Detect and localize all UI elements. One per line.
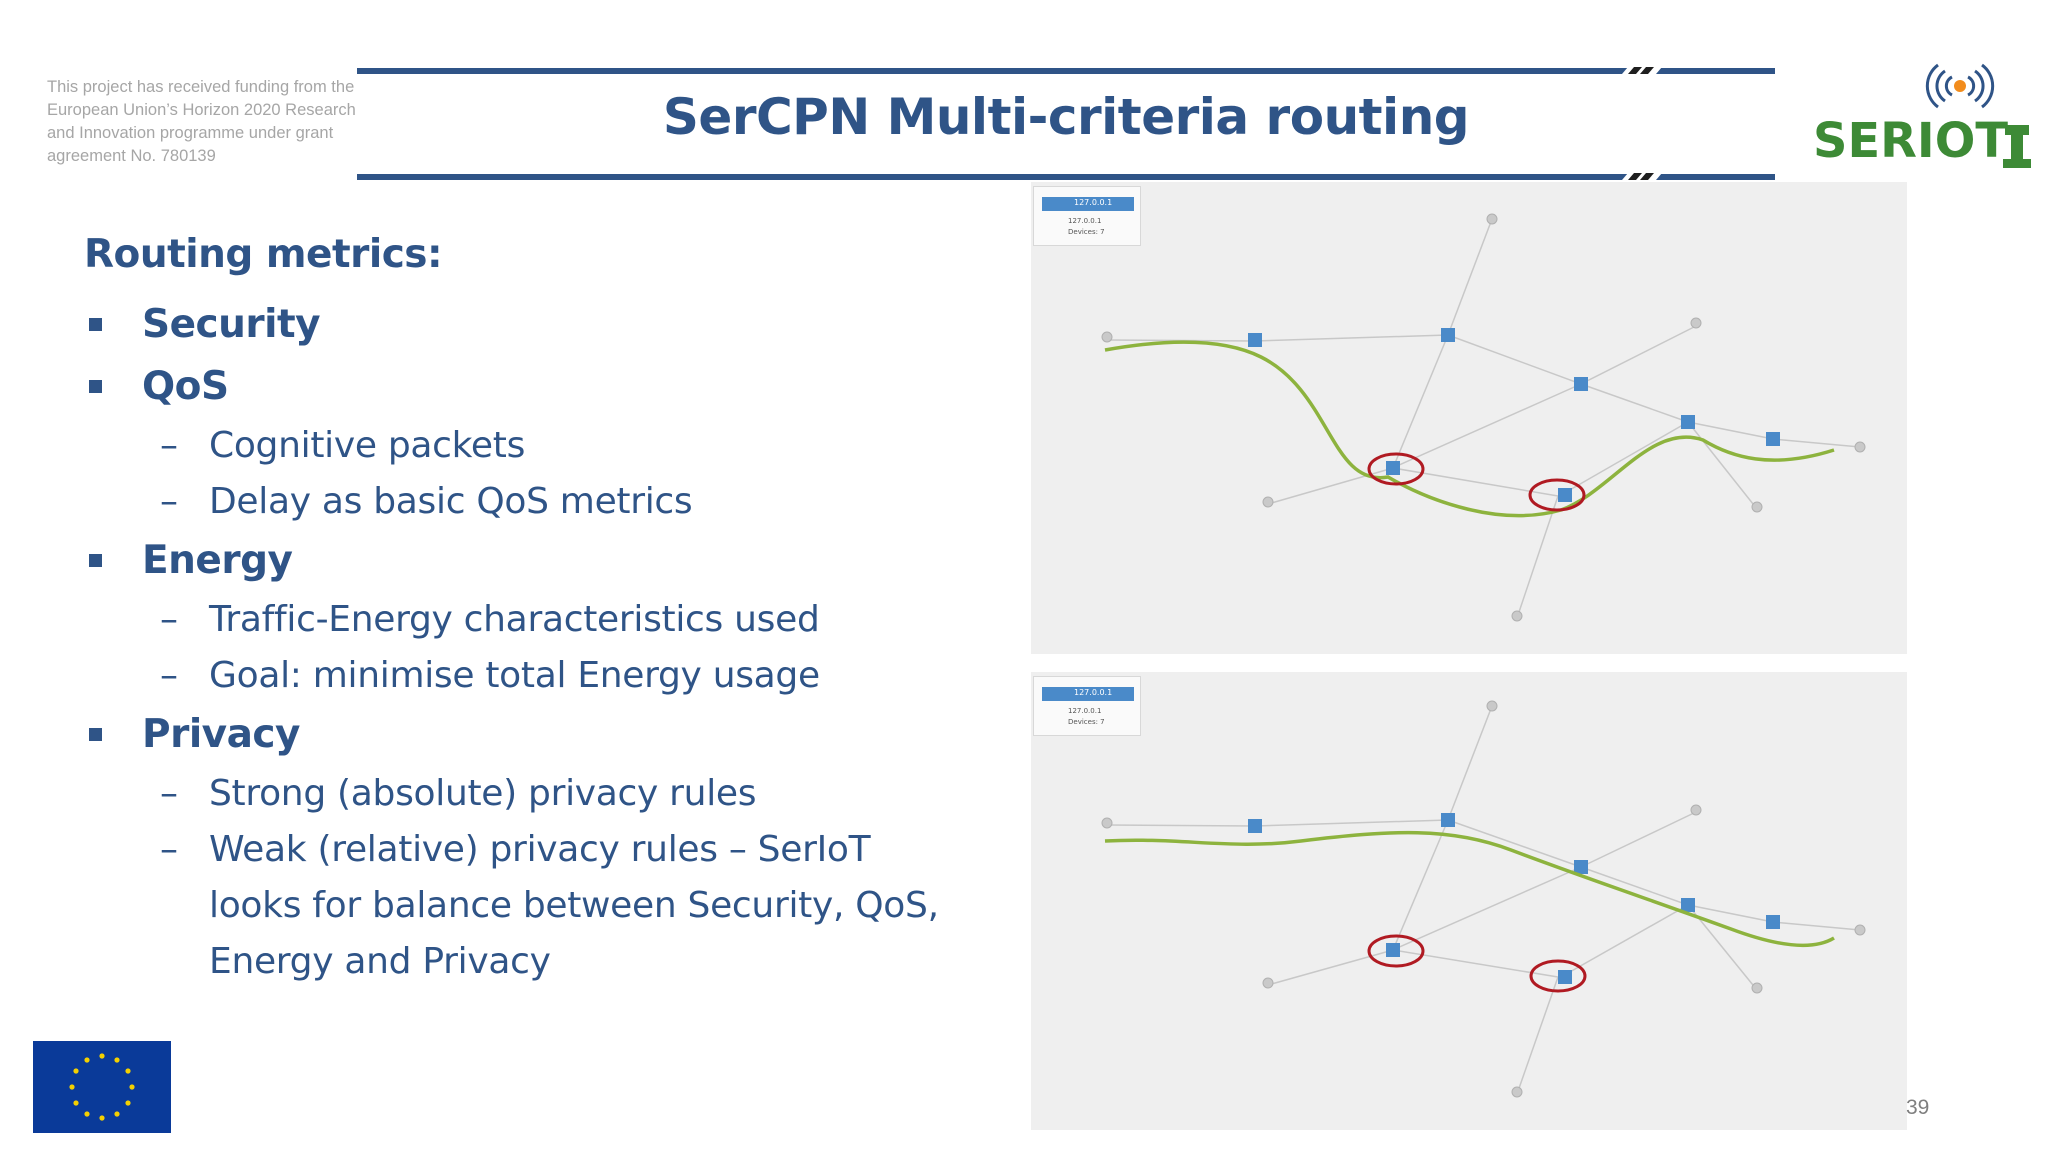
logo-text: SERIOT	[1813, 113, 2008, 169]
wireless-signal-icon	[1925, 63, 1995, 109]
title-rule-accent-bottom	[1622, 173, 1662, 180]
bullet-square-icon	[89, 380, 102, 393]
network-links	[1106, 218, 1861, 619]
routing-metrics-list: Routing metrics: Security QoS –Cognitive…	[84, 232, 1014, 990]
dash-icon: –	[160, 599, 178, 640]
routing-path	[1104, 340, 1835, 518]
info-ip: 127.0.0.1	[1068, 707, 1102, 715]
title-rule-accent-top	[1622, 67, 1662, 74]
network-info-panel: 127.0.0.1 127.0.0.1 Devices: 7	[1033, 186, 1141, 246]
bullet-square-icon	[89, 554, 102, 567]
sub-item-text: Cognitive packets	[209, 425, 526, 466]
sub-item-text: Traffic-Energy characteristics used	[209, 599, 820, 640]
info-title-bar: 127.0.0.1	[1042, 197, 1134, 211]
network-graph	[1101, 213, 1866, 622]
highlight-ring-icons	[1367, 934, 1587, 993]
eu-stars	[69, 1053, 135, 1121]
highlight-ring-icons	[1367, 452, 1586, 512]
seriot-logo: SERIOT	[1813, 63, 2031, 169]
sub-item: –Delay as basic QoS metrics	[84, 474, 1014, 530]
info-ip: 127.0.0.1	[1068, 217, 1102, 225]
metric-label: QoS	[142, 364, 229, 409]
switch-node-icons	[1248, 813, 1780, 984]
switch-node-icons	[1248, 328, 1780, 502]
eu-flag-icon	[33, 1041, 171, 1133]
metric-qos: QoS	[84, 356, 1014, 418]
logo-tower-icon	[2003, 125, 2031, 168]
metric-label: Security	[142, 302, 321, 347]
network-links	[1106, 705, 1861, 1095]
sub-item-text: Strong (absolute) privacy rules	[209, 773, 757, 814]
routing-metrics-heading: Routing metrics:	[84, 232, 443, 277]
info-title: 127.0.0.1	[1074, 688, 1113, 697]
network-diagram-top: 127.0.0.1 127.0.0.1 Devices: 7	[1031, 182, 1907, 654]
host-node-icons	[1101, 700, 1866, 1098]
sub-item: –Cognitive packets	[84, 418, 1014, 474]
title-rule-top	[357, 68, 1775, 74]
network-diagram-bottom: 127.0.0.1 127.0.0.1 Devices: 7	[1031, 672, 1907, 1130]
sub-item-text: Delay as basic QoS metrics	[209, 481, 693, 522]
routing-path	[1104, 830, 1835, 948]
dash-icon: –	[160, 655, 178, 696]
bullet-square-icon	[89, 318, 102, 331]
info-devices: Devices: 7	[1068, 718, 1105, 726]
dash-icon: –	[160, 829, 178, 870]
network-info-panel: 127.0.0.1 127.0.0.1 Devices: 7	[1033, 676, 1141, 736]
dash-icon: –	[160, 425, 178, 466]
sub-item-text: Weak (relative) privacy rules – SerIoT l…	[209, 829, 939, 982]
metric-energy: Energy	[84, 530, 1014, 592]
sub-item-text: Goal: minimise total Energy usage	[209, 655, 820, 696]
sub-item: –Strong (absolute) privacy rules	[84, 766, 1014, 822]
dash-icon: –	[160, 773, 178, 814]
metric-label: Energy	[142, 538, 293, 583]
metric-label: Privacy	[142, 712, 300, 757]
sub-item: –Goal: minimise total Energy usage	[84, 648, 1014, 704]
title-rule-bottom	[357, 174, 1775, 180]
sub-item: –Weak (relative) privacy rules – SerIoT …	[84, 822, 1014, 990]
info-title-bar: 127.0.0.1	[1042, 687, 1134, 701]
info-title: 127.0.0.1	[1074, 198, 1113, 207]
metric-security: Security	[84, 294, 1014, 356]
metric-privacy: Privacy	[84, 704, 1014, 766]
page-title: SerCPN Multi-criteria routing	[662, 88, 1470, 146]
sub-item: –Traffic-Energy characteristics used	[84, 592, 1014, 648]
network-graph	[1101, 700, 1866, 1098]
info-devices: Devices: 7	[1068, 228, 1105, 236]
page-number: 39	[1906, 1096, 1930, 1119]
dash-icon: –	[160, 481, 178, 522]
bullet-square-icon	[89, 728, 102, 741]
funding-note: This project has received funding from t…	[47, 78, 356, 165]
host-node-icons	[1101, 213, 1866, 622]
